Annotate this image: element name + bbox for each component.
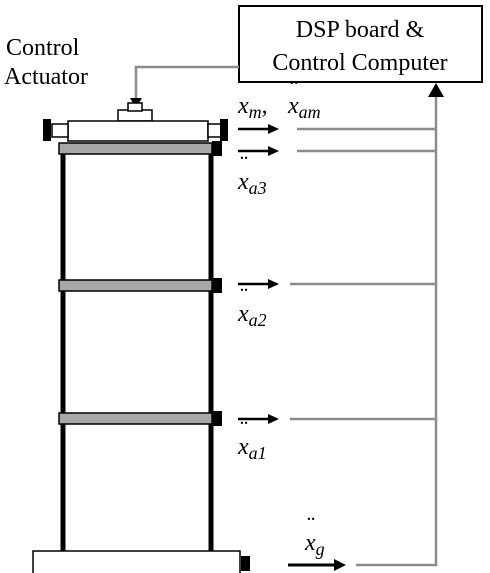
feedback-arrow-head bbox=[428, 83, 444, 97]
arrow-head-g bbox=[334, 559, 346, 571]
label-xg: ¨ xg bbox=[304, 513, 325, 559]
actuator-line-1: Control bbox=[6, 35, 80, 61]
actuator-command-line bbox=[130, 65, 239, 108]
control-actuator-label: Control Actuator bbox=[4, 35, 88, 90]
label-xm-xam: xm, ¨ xam bbox=[237, 77, 321, 122]
floor-2 bbox=[58, 278, 222, 293]
label-xm: xm, bbox=[237, 93, 268, 122]
arrow-head-a1 bbox=[268, 414, 279, 424]
label-xa2: ¨ xa2 bbox=[237, 284, 267, 330]
svg-text:xg: xg bbox=[304, 530, 325, 559]
svg-text:xa2: xa2 bbox=[237, 301, 267, 330]
arrow-head-a2 bbox=[268, 279, 279, 289]
floor-3 bbox=[58, 141, 222, 156]
arrow-head-top-main bbox=[268, 124, 279, 134]
svg-text:xa1: xa1 bbox=[237, 434, 267, 463]
feedback-lines bbox=[290, 83, 444, 567]
actuator-line-2: Actuator bbox=[4, 64, 88, 90]
label-xam: xam bbox=[287, 93, 321, 122]
ddot-xam: ¨ bbox=[290, 77, 298, 103]
sensor-arrows bbox=[238, 124, 346, 571]
floor-1 bbox=[58, 411, 222, 426]
box-line-2: Control Computer bbox=[272, 50, 447, 76]
arrow-head-a3 bbox=[268, 146, 279, 156]
ddot-xg: ¨ bbox=[307, 513, 315, 539]
label-xa1: ¨ xa1 bbox=[237, 417, 267, 463]
box-line-1: DSP board & bbox=[296, 17, 425, 43]
structure-columns bbox=[60, 148, 214, 551]
svg-text:xa3: xa3 bbox=[237, 169, 267, 198]
dsp-control-computer-box: DSP board & Control Computer bbox=[238, 5, 483, 83]
ddot-xa2: ¨ bbox=[240, 284, 248, 310]
ddot-xa3: ¨ bbox=[240, 152, 248, 178]
ddot-xa1: ¨ bbox=[240, 417, 248, 443]
shake-table-base bbox=[32, 550, 250, 573]
label-xa3: ¨ xa3 bbox=[237, 152, 267, 198]
control-actuator bbox=[43, 102, 228, 142]
